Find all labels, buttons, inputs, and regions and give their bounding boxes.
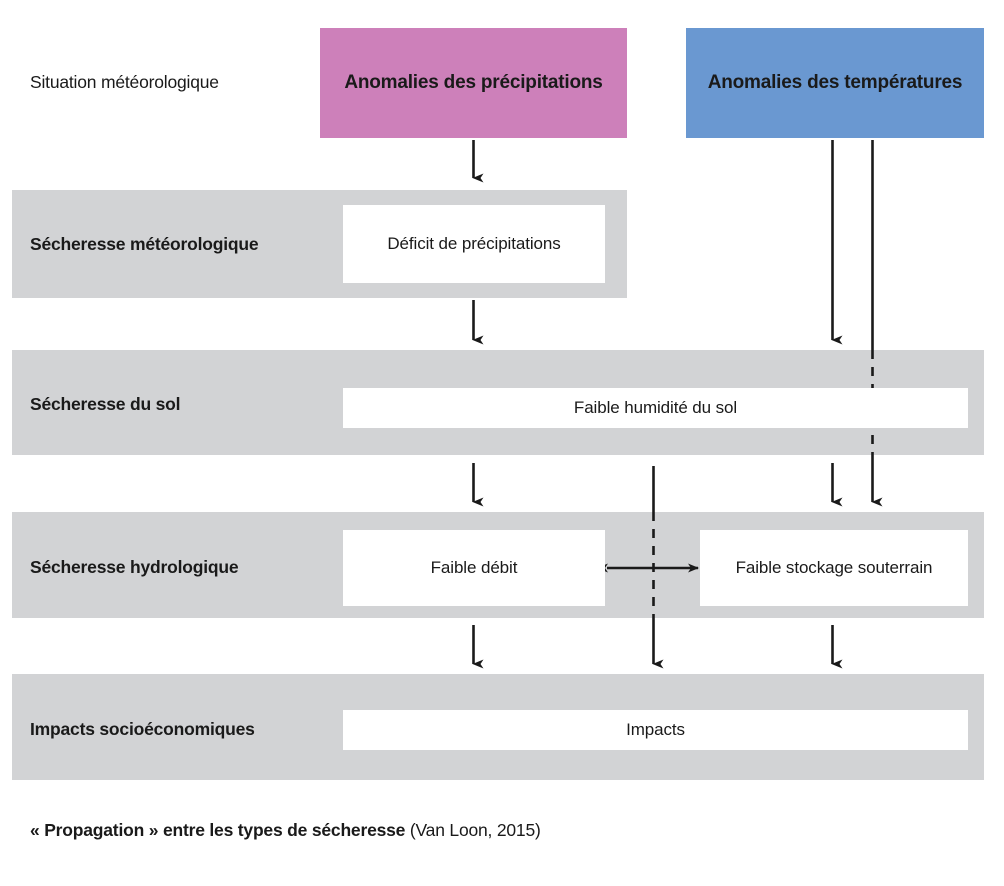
node-deficit-de-precipitations: Déficit de précipitations bbox=[343, 205, 605, 283]
node-impacts: Impacts bbox=[343, 710, 968, 750]
row-label-secheresse-hydrologique: Sécheresse hydrologique bbox=[30, 557, 239, 577]
node-faible-debit: Faible débit bbox=[343, 530, 605, 606]
row-label-secheresse-du-sol: Sécheresse du sol bbox=[30, 394, 181, 414]
figure-caption: « Propagation » entre les types de séche… bbox=[30, 820, 541, 841]
node-anomalies-des-temperatures: Anomalies des températures bbox=[686, 28, 984, 138]
caption-title: « Propagation » entre les types de séche… bbox=[30, 820, 406, 840]
row-label-impacts-socioeconomiques: Impacts socioéconomiques bbox=[30, 719, 255, 739]
caption-source: (Van Loon, 2015) bbox=[405, 820, 541, 840]
node-anomalies-des-precipitations: Anomalies des précipitations bbox=[320, 28, 627, 138]
row-label-situation-meteorologique: Situation météorologique bbox=[30, 72, 219, 92]
node-faible-stockage-souterrain: Faible stockage souterrain bbox=[700, 530, 968, 606]
node-faible-humidite-du-sol: Faible humidité du sol bbox=[343, 388, 968, 428]
row-label-secheresse-meteorologique: Sécheresse météorologique bbox=[30, 234, 259, 254]
